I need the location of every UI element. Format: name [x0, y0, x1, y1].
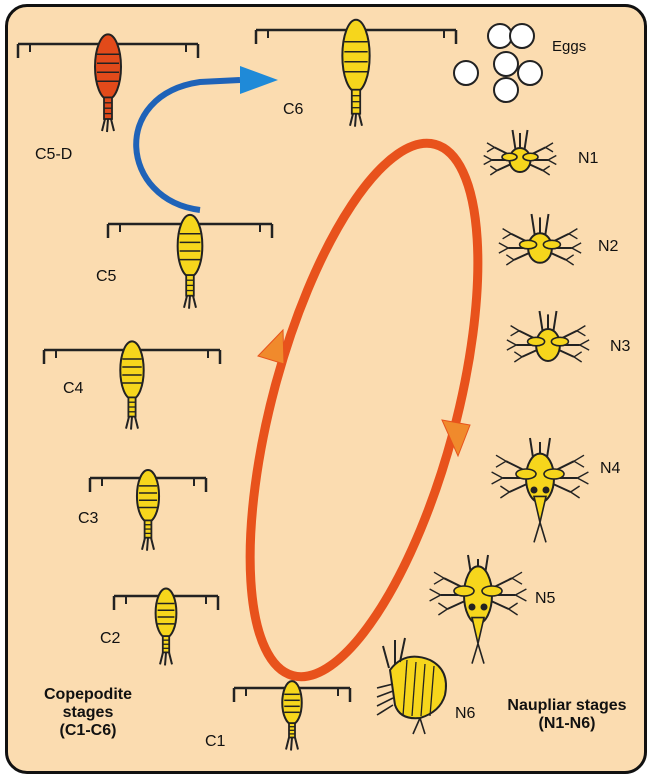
naupliar-caption: Naupliar stages (N1-N6): [496, 697, 638, 733]
c6-label: C6: [283, 101, 303, 119]
copepodite-caption-line-2: stages: [28, 704, 148, 722]
c2-label: C2: [100, 630, 120, 648]
nauplius-n5: [430, 555, 527, 664]
n1-label: N1: [578, 150, 598, 168]
c5d-label: C5-D: [35, 146, 72, 164]
copepodite-caption-line-1: Copepodite: [28, 686, 148, 704]
copepod-c1: [234, 681, 350, 750]
eggs-label: Eggs: [552, 38, 586, 55]
n6-label: N6: [455, 705, 475, 723]
n3-label: N3: [610, 338, 630, 356]
c1-label: C1: [205, 733, 225, 751]
cycle-arrowhead-up: [258, 330, 284, 364]
copepod-c2: [114, 588, 218, 665]
naupliar-caption-line-2: (N1-N6): [496, 715, 638, 733]
copepodite-caption: Copepodite stages (C1-C6): [28, 686, 148, 740]
copepod-c3: [90, 470, 206, 551]
copepod-c5d: [18, 34, 198, 132]
n2-label: N2: [598, 238, 618, 256]
c3-label: C3: [78, 510, 98, 528]
nauplius-n6: [377, 638, 446, 734]
nauplius-n2: [499, 214, 581, 265]
copepodite-caption-line-3: (C1-C6): [28, 722, 148, 740]
naupliar-caption-line-1: Naupliar stages: [496, 697, 638, 715]
diapause-arrow: [136, 80, 240, 210]
diapause-arrowhead: [240, 66, 278, 94]
nauplius-n3: [507, 311, 589, 362]
egg-cluster: [454, 24, 542, 102]
n4-label: N4: [600, 460, 620, 478]
nauplius-n4: [492, 438, 589, 542]
nauplius-n1: [484, 130, 557, 175]
n5-label: N5: [535, 590, 555, 608]
c5-label: C5: [96, 268, 116, 286]
copepod-c5: [108, 215, 272, 309]
c4-label: C4: [63, 380, 83, 398]
